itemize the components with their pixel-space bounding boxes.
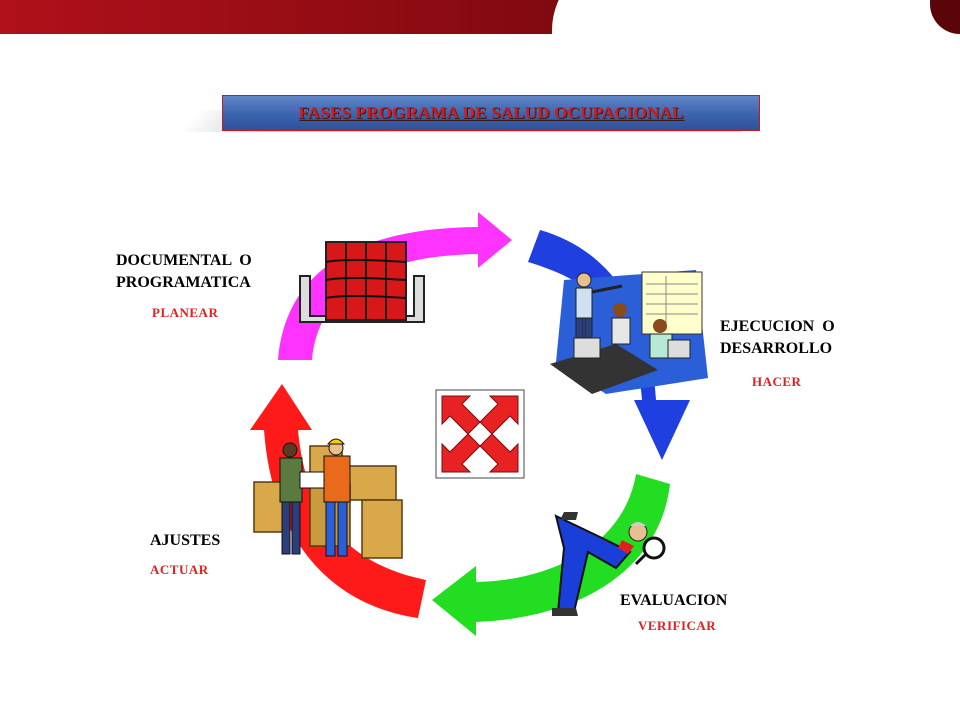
arrow-verificar [432,474,670,636]
title-box: FASES PROGRAMA DE SALUD OCUPACIONAL [222,95,760,131]
four-way-arrows-icon [435,389,525,479]
phase-hacer-line1: EJECUCION O [720,318,835,335]
phase-planear-verb: PLANEAR [152,305,219,320]
phase-planear-label: DOCUMENTAL O PROGRAMATICA [116,250,252,294]
phase-planear-line2: PROGRAMATICA [116,274,251,291]
page-title: FASES PROGRAMA DE SALUD OCUPACIONAL [298,103,684,122]
phase-verificar-label: EVALUACION [620,592,728,609]
phase-hacer-verb: HACER [752,374,802,389]
phase-actuar-verb: ACTUAR [150,562,209,577]
phase-hacer-label: EJECUCION O DESARROLLO [720,316,835,360]
header-tab-cutout [552,0,960,80]
phase-actuar-label: AJUSTES [150,532,221,549]
phase-verificar-verb: VERIFICAR [638,618,717,633]
arrow-actuar [250,384,426,618]
phase-planear-line1: DOCUMENTAL O [116,252,252,269]
office-workers-icon [550,270,708,394]
inspector-magnifier-icon [552,512,666,616]
phase-hacer-line2: DESARROLLO [720,340,833,357]
binders-icon [299,241,425,323]
arrow-planear [278,212,512,360]
arrow-hacer [528,230,690,460]
workers-boxes-icon [253,438,403,559]
